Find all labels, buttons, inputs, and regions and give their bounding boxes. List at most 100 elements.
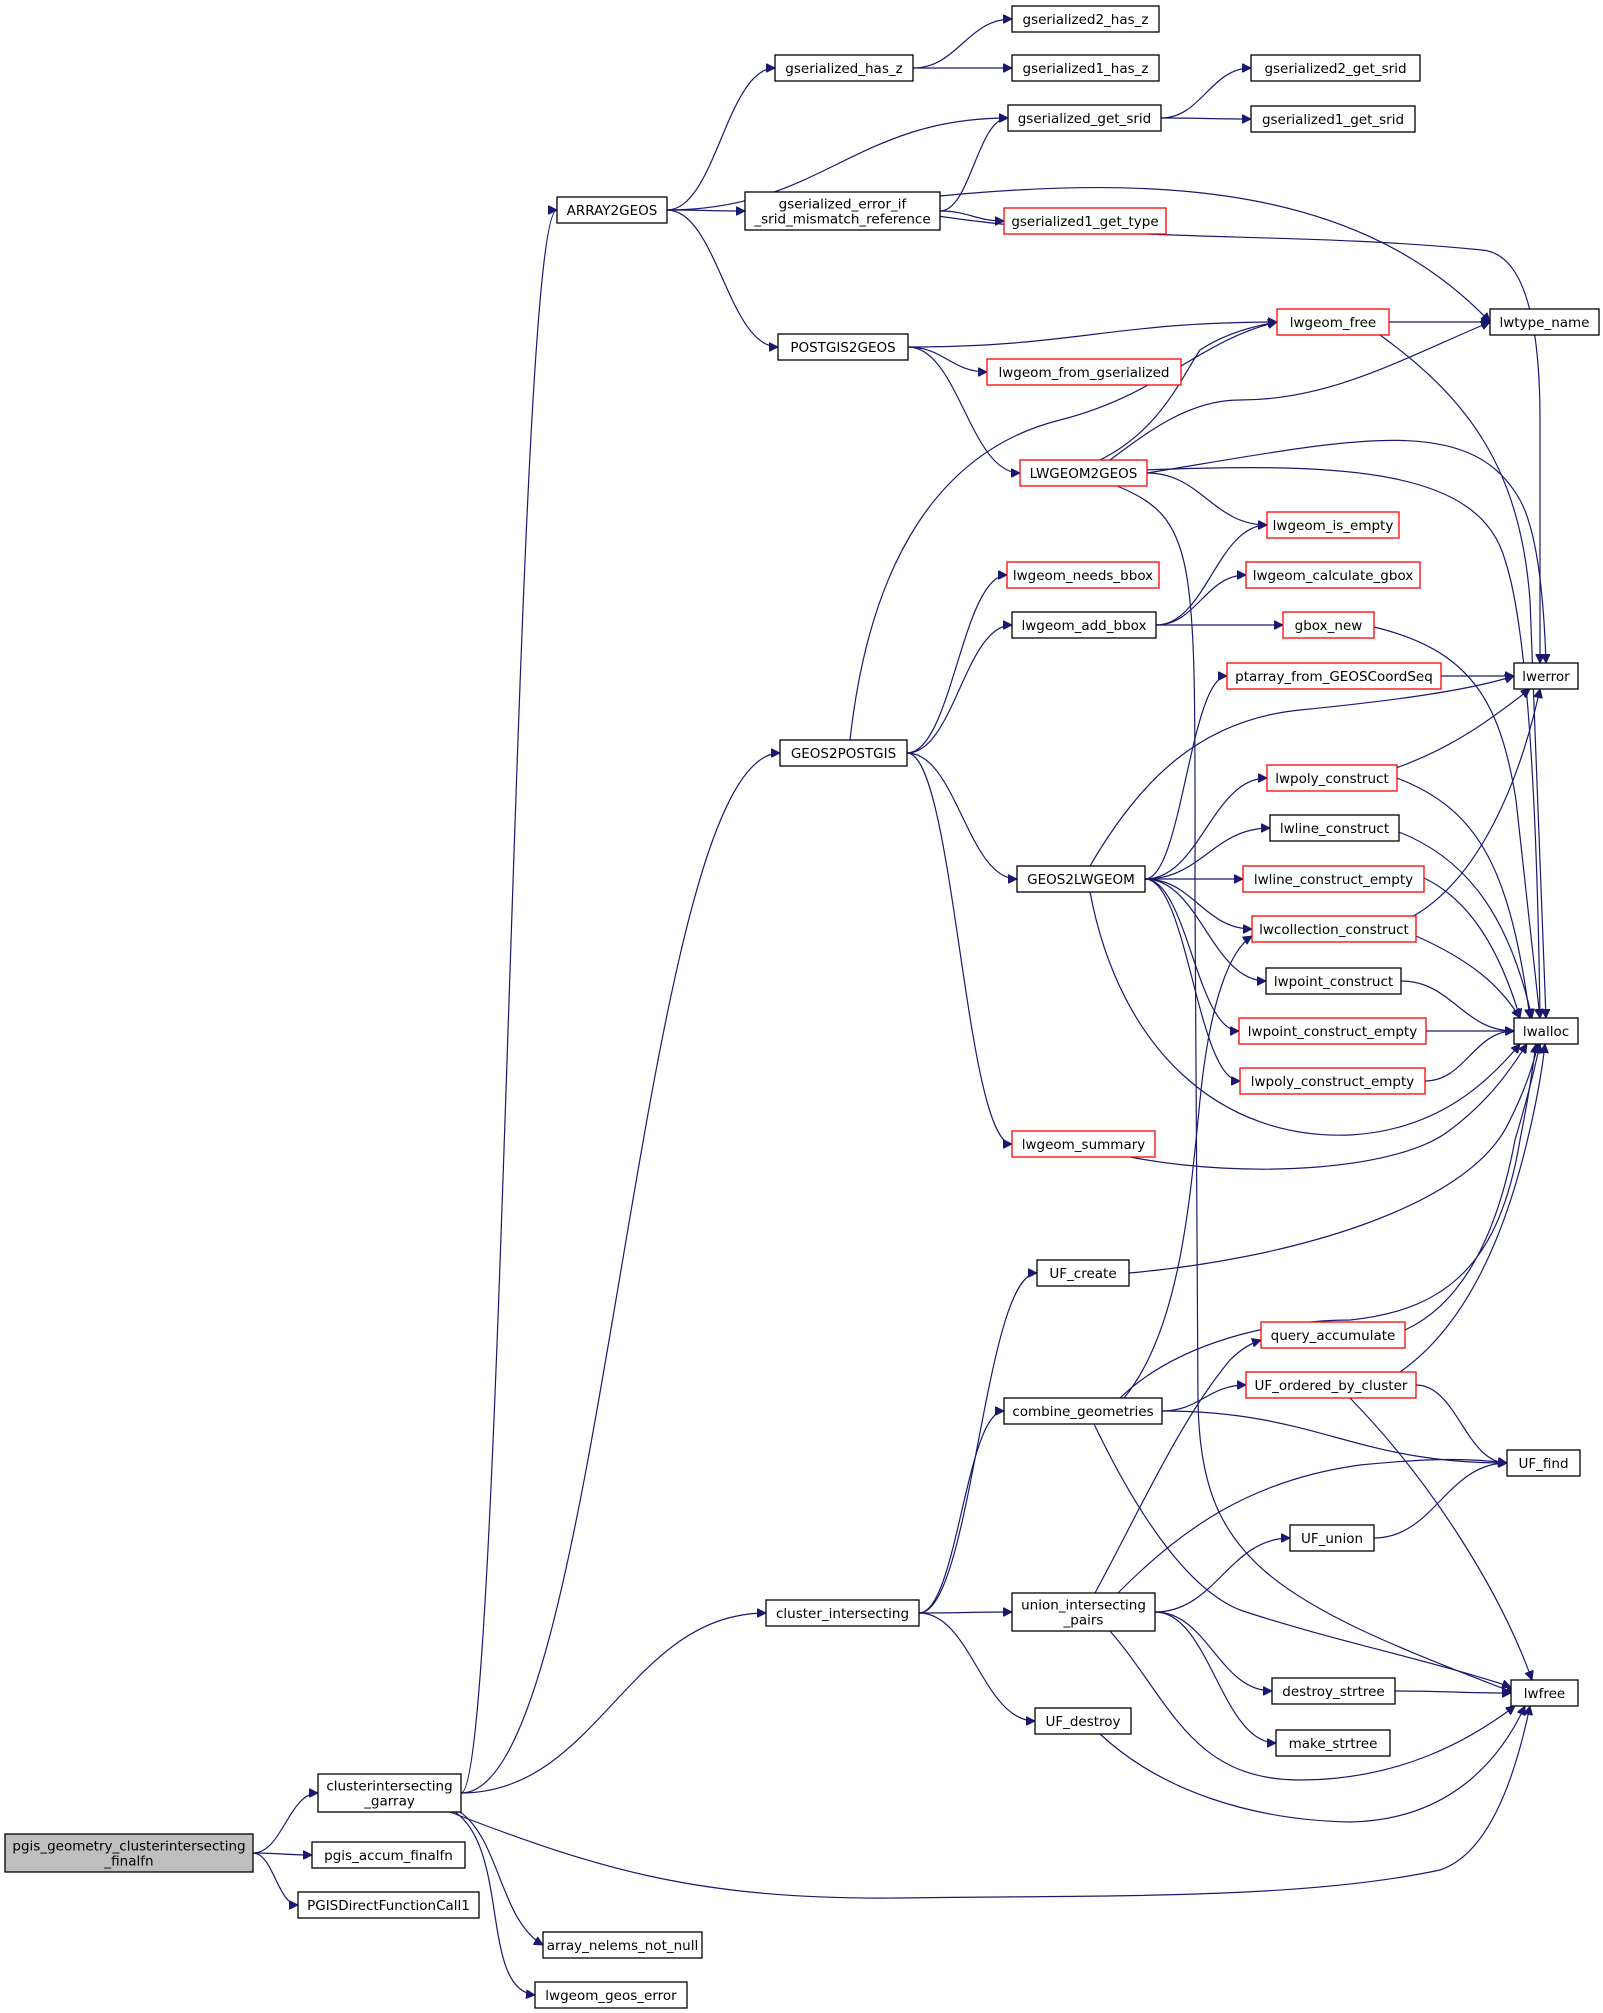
node-qacc[interactable]: query_accumulate <box>1260 1321 1406 1349</box>
node-paf[interactable]: pgis_accum_finalfn <box>311 1841 466 1869</box>
edge-line <box>1128 1044 1538 1274</box>
node-ufc[interactable]: UF_create <box>1036 1259 1130 1287</box>
node-lwptce[interactable]: lwpoint_construct_empty <box>1238 1017 1427 1045</box>
edge-ufd-to-lwfree <box>1099 1706 1525 1823</box>
node-g1hz[interactable]: gserialized1_has_z <box>1011 54 1160 82</box>
node-lwfree_geom[interactable]: lwgeom_free <box>1276 308 1390 336</box>
node-lwie[interactable]: lwgeom_is_empty <box>1266 511 1400 539</box>
node-label: gserialized_has_z <box>785 61 902 77</box>
node-g1gt[interactable]: gserialized1_get_type <box>1003 207 1167 235</box>
node-lwerr[interactable]: lwerror <box>1513 662 1579 690</box>
edge-line <box>1123 936 1252 1399</box>
edge-line <box>907 346 1020 473</box>
edge-g2lw-to-lwlc <box>1144 828 1270 880</box>
node-lwnb[interactable]: lwgeom_needs_bbox <box>1006 561 1160 589</box>
edge-root-to-paf <box>252 1853 312 1855</box>
node-g2p[interactable]: GEOS2POSTGIS <box>779 739 908 767</box>
edge-ufu-to-uff <box>1373 1463 1507 1539</box>
node-ufu[interactable]: UF_union <box>1289 1524 1375 1552</box>
node-label: _srid_mismatch_reference <box>753 212 930 228</box>
edge-cig-to-lwfree <box>449 1706 1530 1899</box>
node-root[interactable]: pgis_geometry_clusterintersecting_finalf… <box>4 1833 254 1873</box>
edge-ci-to-cgeo <box>918 1411 1005 1614</box>
node-lwtn[interactable]: lwtype_name <box>1489 308 1600 336</box>
edge-lwptc-to-lwalloc <box>1400 980 1514 1031</box>
edge-g2lw-to-lwalloc <box>1089 891 1520 1136</box>
edge-geism-to-lwtn <box>939 186 1490 322</box>
node-pafg[interactable]: ptarray_from_GEOSCoordSeq <box>1226 662 1442 690</box>
node-box <box>1003 207 1167 235</box>
node-uff[interactable]: UF_find <box>1506 1449 1581 1477</box>
node-g1gs[interactable]: gserialized1_get_srid <box>1250 105 1416 133</box>
node-label: combine_geometries <box>1012 1404 1153 1420</box>
node-box <box>1513 1017 1579 1045</box>
node-uip[interactable]: union_intersecting_pairs <box>1011 1592 1156 1632</box>
node-mst[interactable]: make_strtree <box>1275 1729 1391 1757</box>
node-ghz[interactable]: gserialized_has_z <box>774 54 914 82</box>
node-box <box>1250 54 1421 82</box>
edge-line <box>1099 322 1277 461</box>
node-cig[interactable]: clusterintersecting_garray <box>317 1773 462 1813</box>
node-label: clusterintersecting <box>326 1779 452 1795</box>
node-lwge[interactable]: lwgeom_geos_error <box>534 1981 688 2009</box>
node-label: PGISDirectFunctionCall1 <box>307 1898 470 1914</box>
node-box <box>1266 511 1400 539</box>
node-lwlce[interactable]: lwline_construct_empty <box>1242 865 1425 893</box>
node-g2gs[interactable]: gserialized2_get_srid <box>1250 54 1421 82</box>
node-label: POSTGIS2GEOS <box>790 340 895 356</box>
edge-line <box>918 1411 1005 1614</box>
edge-g2p-to-lwab <box>906 625 1012 754</box>
edge-g2lw-to-lwptc <box>1144 878 1266 981</box>
node-label: gserialized2_get_srid <box>1264 61 1406 77</box>
edge-g2p-to-g2lw <box>906 752 1017 879</box>
node-lwcc[interactable]: lwcollection_construct <box>1251 915 1417 943</box>
node-ufobc[interactable]: UF_ordered_by_cluster <box>1245 1371 1417 1399</box>
node-label: lwgeom_free <box>1290 315 1376 331</box>
edge-ci-to-ufc <box>918 1273 1037 1614</box>
node-lwcg[interactable]: lwgeom_calculate_gbox <box>1245 561 1421 589</box>
node-pdfc[interactable]: PGISDirectFunctionCall1 <box>297 1891 480 1919</box>
node-label: ptarray_from_GEOSCoordSeq <box>1235 669 1433 685</box>
node-lwfree[interactable]: lwfree <box>1510 1679 1579 1707</box>
edge-g2p-to-lwfree_geom <box>849 322 1277 741</box>
node-ufd[interactable]: UF_destroy <box>1034 1707 1132 1735</box>
node-g2lw[interactable]: GEOS2LWGEOM <box>1016 865 1146 893</box>
node-lwsum[interactable]: lwgeom_summary <box>1011 1130 1156 1158</box>
node-lwab[interactable]: lwgeom_add_bbox <box>1011 611 1157 639</box>
node-cgeo[interactable]: combine_geometries <box>1003 1397 1163 1425</box>
node-box <box>1245 1371 1417 1399</box>
node-ggs[interactable]: gserialized_get_srid <box>1007 104 1162 132</box>
node-label: UF_destroy <box>1045 1714 1120 1730</box>
node-lwfg[interactable]: lwgeom_from_gserialized <box>986 358 1182 386</box>
edge-lwcc-to-lwerr <box>1409 689 1540 919</box>
edge-cig-to-ci <box>460 1613 766 1794</box>
node-box <box>1271 1677 1396 1705</box>
node-label: lwgeom_geos_error <box>545 1988 677 2004</box>
edge-lwab-to-lwie <box>1155 525 1267 626</box>
node-dst[interactable]: destroy_strtree <box>1271 1677 1396 1705</box>
edge-line <box>918 1612 1012 1613</box>
edge-lwcc-to-lwalloc <box>1415 935 1520 1018</box>
node-label: lwfree <box>1524 1686 1565 1702</box>
node-g2hz[interactable]: gserialized2_has_z <box>1011 5 1160 33</box>
node-lwpce[interactable]: lwpoly_construct_empty <box>1239 1067 1426 1095</box>
node-box <box>297 1891 480 1919</box>
edge-a2g-to-ggs <box>666 118 1008 211</box>
edge-line <box>1423 877 1520 1018</box>
node-anenn[interactable]: array_nelems_not_null <box>542 1931 703 1959</box>
node-p2g[interactable]: POSTGIS2GEOS <box>777 333 909 361</box>
node-geism[interactable]: gserialized_error_if_srid_mismatch_refer… <box>744 191 941 231</box>
node-lw2g[interactable]: LWGEOM2GEOS <box>1019 459 1148 487</box>
edge-ghz-to-g2hz <box>912 19 1012 69</box>
node-lwalloc[interactable]: lwalloc <box>1513 1017 1579 1045</box>
node-ci[interactable]: cluster_intersecting <box>765 1599 920 1627</box>
node-lwptc[interactable]: lwpoint_construct <box>1265 967 1402 995</box>
edge-cgeo-to-lwfree <box>1093 1423 1511 1687</box>
edge-line <box>1409 689 1540 919</box>
node-lwpc[interactable]: lwpoly_construct <box>1266 764 1398 792</box>
edge-cig-to-a2g <box>460 210 558 1794</box>
node-a2g[interactable]: ARRAY2GEOS <box>556 196 668 224</box>
edge-line <box>1154 1611 1272 1691</box>
node-lwlc[interactable]: lwline_construct <box>1269 814 1400 842</box>
node-gbn[interactable]: gbox_new <box>1282 611 1375 639</box>
